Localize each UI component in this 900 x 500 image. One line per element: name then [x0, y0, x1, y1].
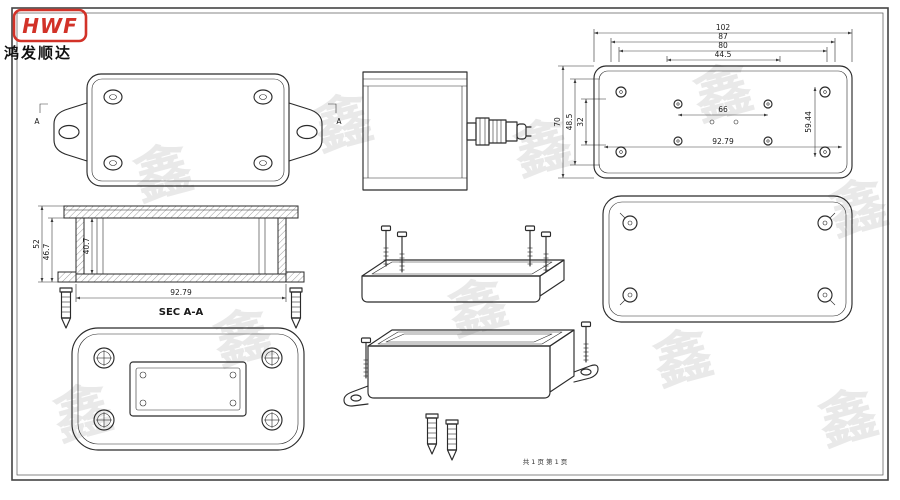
view-exploded-base	[343, 321, 599, 461]
flange-hole-left	[58, 124, 80, 140]
view-lid-bottom	[602, 195, 853, 323]
dim-102: 102	[716, 23, 731, 32]
dim-32: 32	[576, 117, 585, 127]
view-side-gland	[362, 71, 532, 191]
dim-66: 66	[718, 105, 728, 114]
section-marker-a-right: A	[336, 117, 342, 126]
base-flange-hole-right	[580, 368, 592, 376]
view-top-dimensioned: 102 87 80 44.5 66 92.79 70 48.5 32 59.44	[553, 23, 853, 179]
corner-screw	[93, 347, 115, 369]
section-marker-a-left: A	[34, 117, 40, 126]
dim-52: 52	[32, 239, 41, 249]
dim-40-7: 40.7	[82, 237, 91, 254]
sheet-frame	[11, 7, 889, 481]
dim-70: 70	[553, 117, 562, 127]
section-label: SEC A-A	[159, 307, 204, 318]
dim-59-44: 59.44	[804, 111, 813, 133]
view-exploded-lid	[361, 225, 565, 303]
dim-87: 87	[718, 32, 728, 41]
base-flange-hole-left	[350, 394, 362, 402]
dim-92-79: 92.79	[712, 137, 734, 146]
dim-44-5: 44.5	[715, 50, 732, 59]
view-top-flanged: A A	[34, 73, 342, 187]
brand-logo: HWF 鸿发顺达	[4, 8, 88, 62]
dim-46-7: 46.7	[42, 243, 51, 260]
view-section-aa: 52 46.7 40.7 92.79 SEC A-A	[32, 205, 305, 329]
dim-section-92-79: 92.79	[170, 288, 192, 297]
logo-company-text: 鸿发顺达	[4, 44, 72, 62]
logo-frame	[12, 8, 88, 43]
footer-page-info: 共 1 页 第 1 页	[523, 457, 568, 466]
corner-screw	[261, 347, 283, 369]
corner-screw	[93, 409, 115, 431]
cable-gland	[466, 117, 532, 146]
flange-hole-right	[296, 124, 318, 140]
view-bottom	[71, 327, 305, 451]
dim-48-5: 48.5	[565, 113, 574, 130]
logo-brand-text: HWF	[22, 14, 77, 38]
corner-screw	[261, 409, 283, 431]
dim-80: 80	[718, 41, 728, 50]
